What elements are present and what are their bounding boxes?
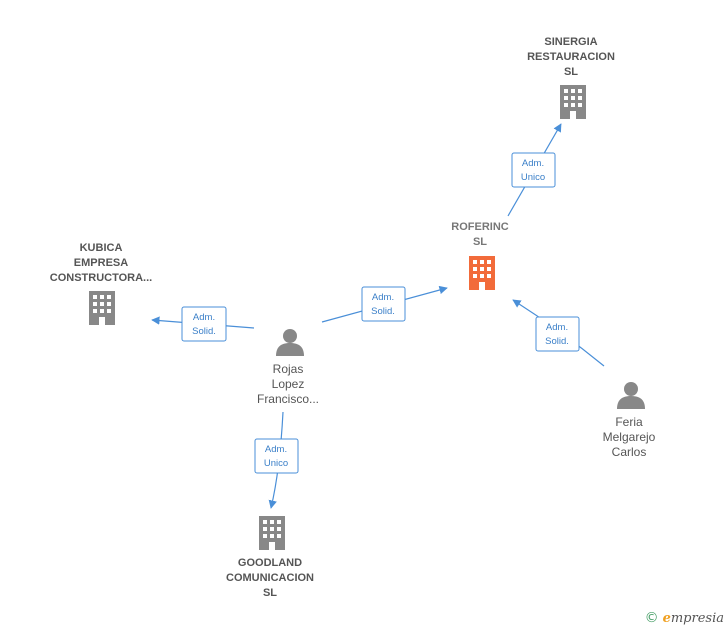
node-label-line: Carlos xyxy=(612,445,647,459)
edges: Adm. Unico Adm. Solid. Adm. Solid. Adm. … xyxy=(151,123,605,509)
node-label-line: COMUNICACION xyxy=(226,572,314,584)
footer-branding: © empresia xyxy=(645,610,724,626)
node-label-line: Rojas xyxy=(273,362,304,376)
node-goodland[interactable]: GOODLAND COMUNICACION SL xyxy=(226,516,314,599)
node-label-line: CONSTRUCTORA... xyxy=(50,272,152,284)
edge-label-line1: Adm. xyxy=(372,292,394,303)
node-label-line: RESTAURACION xyxy=(527,51,615,63)
node-label-line: KUBICA xyxy=(80,242,123,254)
node-label-line: SINERGIA xyxy=(544,36,597,48)
building-icon xyxy=(89,291,115,325)
brand-name: mpresia xyxy=(670,610,724,626)
edge-label-line1: Adm. xyxy=(193,312,215,323)
edge-label-rojas-goodland[interactable]: Adm. Unico xyxy=(254,438,299,474)
edge-label-rojas-roferinc[interactable]: Adm. Solid. xyxy=(361,286,406,322)
edge-label-line2: Solid. xyxy=(192,326,216,337)
node-label-line: Francisco... xyxy=(257,392,319,406)
edge-label-line1: Adm. xyxy=(546,322,568,333)
edge-label-line1: Adm. xyxy=(265,444,287,455)
node-label-line: Melgarejo xyxy=(603,430,656,444)
node-label-line: EMPRESA xyxy=(74,257,128,269)
edge-label-line1: Adm. xyxy=(522,158,544,169)
node-label-line: Lopez xyxy=(272,377,305,391)
node-kubica[interactable]: KUBICA EMPRESA CONSTRUCTORA... xyxy=(50,242,152,325)
node-feria[interactable]: Feria Melgarejo Carlos xyxy=(603,382,656,459)
brand-initial: e xyxy=(662,610,671,626)
node-label-line: Feria xyxy=(615,415,643,429)
edge-label-rojas-kubica[interactable]: Adm. Solid. xyxy=(181,306,227,342)
node-sinergia[interactable]: SINERGIA RESTAURACION SL xyxy=(527,36,615,119)
node-roferinc[interactable]: ROFERINC SL xyxy=(451,221,509,290)
edge-label-line2: Unico xyxy=(264,458,288,469)
person-icon xyxy=(276,329,304,356)
building-icon xyxy=(469,256,495,290)
edge-label-feria-roferinc[interactable]: Adm. Solid. xyxy=(535,316,580,352)
node-label-line: SL xyxy=(473,236,487,248)
building-icon xyxy=(560,85,586,119)
node-label-line: ROFERINC xyxy=(451,221,509,233)
node-label-line: SL xyxy=(564,66,578,78)
node-rojas[interactable]: Rojas Lopez Francisco... xyxy=(257,329,319,406)
node-label-line: GOODLAND xyxy=(238,557,302,569)
edge-label-roferinc-sinergia[interactable]: Adm. Unico xyxy=(511,152,556,188)
building-icon xyxy=(259,516,285,550)
edge-label-line2: Unico xyxy=(521,172,545,183)
copyright-symbol: © xyxy=(644,610,659,626)
edge-label-line2: Solid. xyxy=(371,306,395,317)
edge-label-line2: Solid. xyxy=(545,336,569,347)
node-label-line: SL xyxy=(263,587,277,599)
brand-logo: empresia xyxy=(663,611,724,626)
person-icon xyxy=(617,382,645,409)
